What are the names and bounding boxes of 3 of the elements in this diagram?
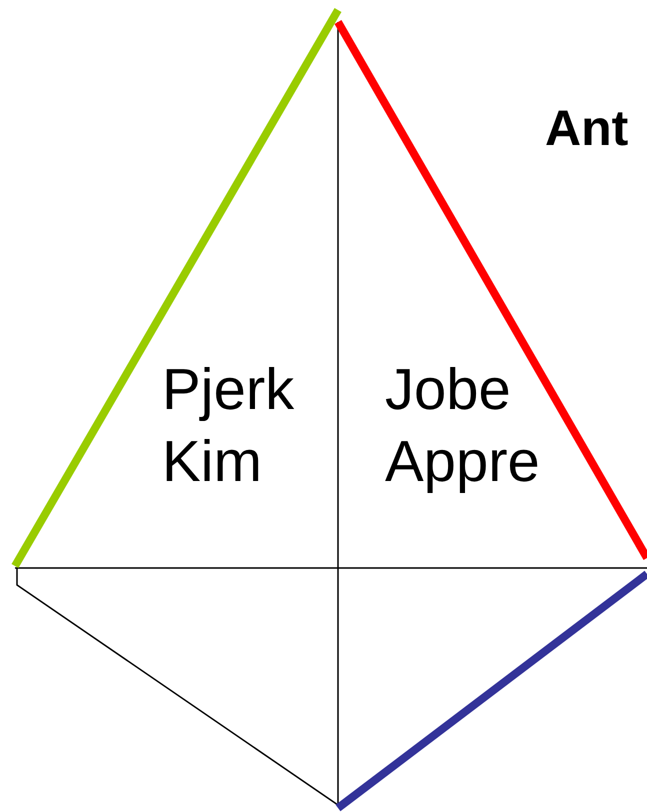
- region-label: Pjerk Kim: [162, 356, 296, 496]
- region-label: Jobe Appre: [385, 356, 541, 496]
- heading: Ant: [545, 99, 628, 158]
